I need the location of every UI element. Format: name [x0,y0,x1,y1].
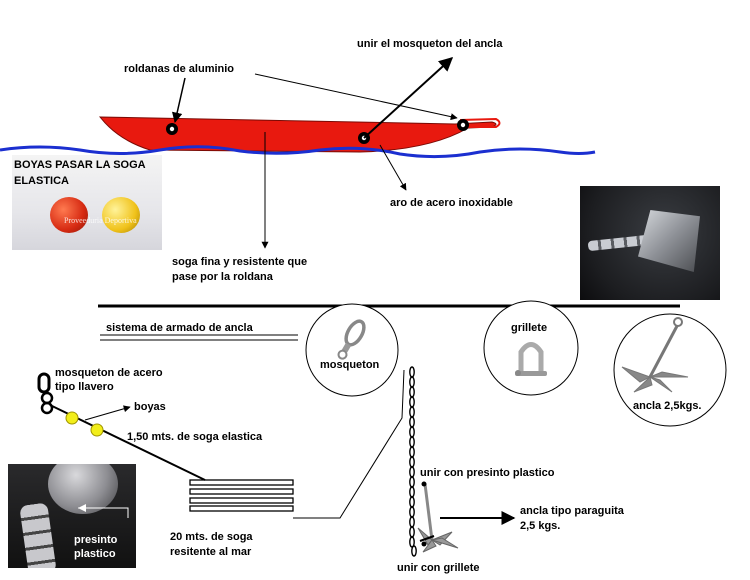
buoy-red-photo [50,197,88,233]
mosqueton-circle [305,303,399,397]
chain-photo [8,464,136,568]
soga-fina-label-2: pase por la roldana [172,271,273,283]
boyas-title: BOYAS PASAR LA SOGA ELASTICA [14,159,146,187]
boyas-label: boyas [134,401,166,413]
carabiner-icon [337,319,366,360]
arrow-boyas [84,405,131,421]
ancla-circle-label: ancla 2,5kgs. [633,400,702,412]
presinto-label-2: plastico [74,548,116,560]
buoy-yellow-photo [102,197,140,233]
arrow-roldana-right [254,73,458,121]
soga-mar-label-2: resitente al mar [170,546,252,558]
unir-grillete-label: unir con grillete [397,562,480,574]
buoy-1 [65,411,79,425]
presinto-label-1: presinto [74,534,118,546]
watermark: Proveeduria Deportiva [64,216,137,225]
sistema-heading: sistema de armado de ancla [106,322,253,334]
mosqueton-circle-label: mosqueton [320,359,380,371]
main-rope [293,369,405,519]
soga-mar-label-1: 20 mts. de soga [170,531,253,543]
kayak-tip [459,117,501,128]
roldanas-label: roldanas de aluminio [124,63,235,75]
small-carabiner-icon [37,372,54,415]
ancla-paraguita-label-2: 2,5 kgs. [520,520,561,532]
water-line [0,145,596,159]
mosqueton-ancla-label: unir el mosqueton del ancla [357,38,503,50]
rope-coil [189,479,294,512]
grillete-circle [483,300,579,396]
grillete-circle-label: grillete [511,322,548,334]
shackle-icon [515,342,547,376]
ancla-circle [613,313,727,427]
soga-elastica-label: 1,50 mts. de soga elastica [127,431,263,443]
soga-fina-label-1: soga fina y resistente que [172,256,308,268]
mosqueton-llavero-label-1: mosqueton de acero [55,367,163,379]
chain [409,366,417,557]
unir-presinto-label: unir con presinto plastico [420,467,555,479]
arrow-aro [379,144,407,191]
arrow-roldana-left [171,77,186,124]
buoy-2 [90,423,104,437]
anchor-photo [580,186,720,300]
anchor-icon [621,317,689,393]
mosqueton-llavero-label-2: tipo llavero [55,381,114,393]
ancla-paraguita-label-1: ancla tipo paraguita [520,505,624,517]
umbrella-anchor-icon [417,483,459,553]
arrow-mosqueton-ancla [363,57,454,139]
kayak-hull [98,116,497,153]
buoys-photo: Proveeduria Deportiva [12,155,162,250]
aro-label: aro de acero inoxidable [390,197,513,209]
